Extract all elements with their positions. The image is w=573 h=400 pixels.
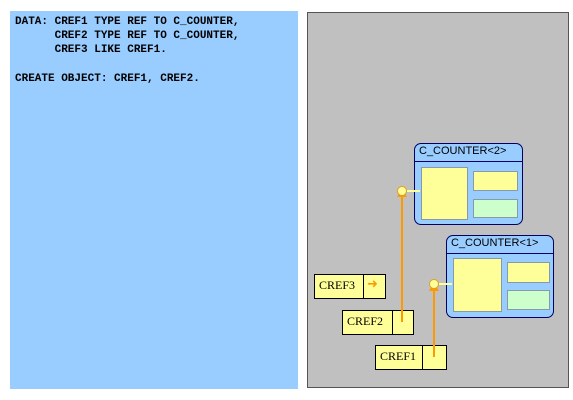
object-attribute-block <box>473 199 518 218</box>
code-line-5: CREATE OBJECT: CREF1, CREF2. <box>15 73 200 85</box>
code-line-1: DATA: CREF1 TYPE REF TO C_COUNTER, <box>15 16 240 28</box>
object-attribute-block <box>507 262 550 283</box>
reference-label: CREF1 <box>380 349 417 363</box>
reference-label: CREF3 <box>319 278 356 292</box>
object-title: C_COUNTER<2> <box>419 145 507 157</box>
object-attribute-block <box>507 290 550 310</box>
code-line-3: CREF3 LIKE CREF1. <box>15 44 167 56</box>
object-attribute-block <box>453 258 502 312</box>
object-c-counter-1: C_COUNTER<1> <box>446 235 554 318</box>
object-title: C_COUNTER<1> <box>451 237 539 249</box>
code-line-2: CREF2 TYPE REF TO C_COUNTER, <box>15 30 240 42</box>
reference-divider <box>363 275 364 298</box>
object-c-counter-2: C_COUNTER<2> <box>414 143 523 225</box>
connector-dot-icon <box>429 279 439 289</box>
reference-cref2: CREF2 <box>342 310 414 335</box>
reference-label: CREF2 <box>347 314 384 328</box>
object-title-divider <box>415 161 522 162</box>
object-attribute-block <box>421 167 468 220</box>
object-attribute-block <box>473 171 518 191</box>
connector-dot-icon <box>397 186 407 196</box>
object-title-divider <box>447 253 553 254</box>
arrow-right-icon: ➜ <box>367 277 378 292</box>
reference-cref3: CREF3 ➜ <box>314 274 386 299</box>
reference-divider <box>422 346 423 369</box>
code-panel: DATA: CREF1 TYPE REF TO C_COUNTER, CREF2… <box>10 11 298 389</box>
reference-divider <box>392 311 393 334</box>
